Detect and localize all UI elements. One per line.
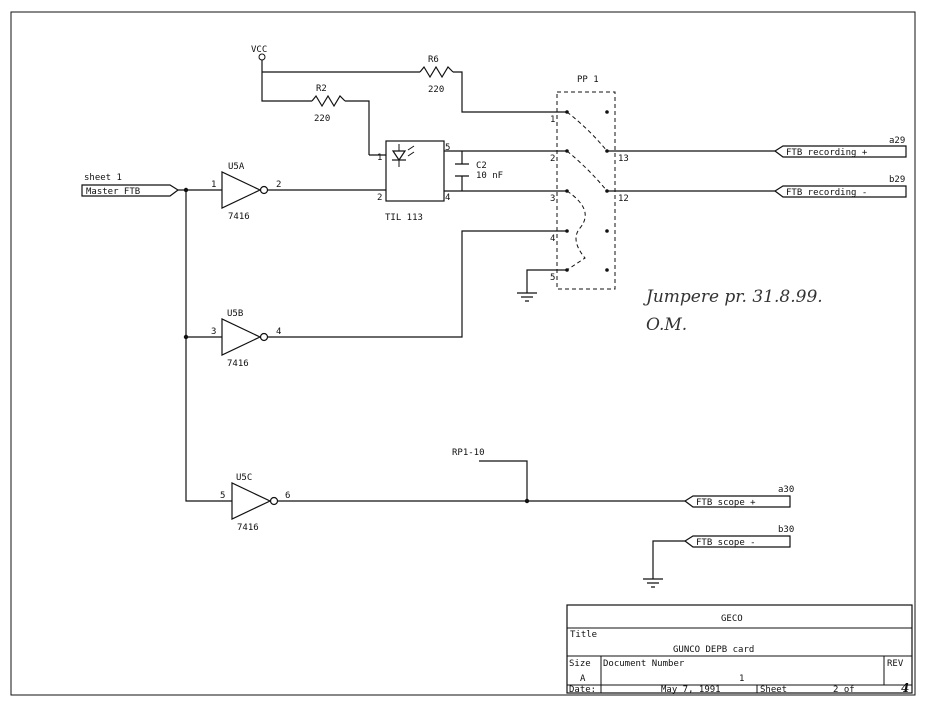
b30-pin: b30 [778,525,794,535]
opto-pin-1: 1 [377,153,382,163]
capacitor-c2: C2 10 nF [455,151,503,191]
b29-label: FTB recording - [786,188,867,198]
size-value: A [580,674,586,684]
optocoupler-til113: 1 2 5 4 TIL 113 [377,140,450,223]
u5a-pin-out: 2 [276,180,281,190]
date-label: Date: [569,685,596,695]
u5c-ref: U5C [236,473,252,483]
title-label: Title [570,630,597,640]
connector-a29: a29 FTB recording + [773,136,907,158]
connector-a30: a30 FTB scope + [683,485,794,508]
wire-vcc-r2 [261,60,312,102]
vcc-label: VCC [251,45,267,55]
ground-symbol-1 [517,292,537,302]
wire-input-bus [185,190,232,502]
b30-label: FTB scope - [696,538,756,548]
pp1-pin-4: 4 [550,234,555,244]
u5b-pin-in: 3 [211,327,216,337]
handwritten-note-line1: Jumpere pr. 31.8.99. [643,287,823,307]
company-name: GECO [721,614,743,624]
resistor-r6: R6 220 [419,55,454,95]
pp1-pin-12: 12 [618,194,629,204]
b29-pin: b29 [889,175,905,185]
opto-part: TIL 113 [385,213,423,223]
a29-label: FTB recording + [786,148,868,158]
gate-u5a: U5A 7416 1 2 [211,162,281,222]
a30-pin: a30 [778,485,794,495]
a30-label: FTB scope + [696,498,756,508]
ground-symbol-2 [643,578,663,588]
u5c-pin-out: 6 [285,491,290,501]
u5a-part: 7416 [228,212,250,222]
gate-u5b: U5B 7416 3 4 [211,309,281,369]
r2-value: 220 [314,114,330,124]
date-value: May 7, 1991 [661,685,721,695]
handwritten-note-line2: O.M. [646,315,687,335]
docnum-value: 1 [739,674,744,684]
c2-ref: C2 [476,161,487,171]
a29-pin: a29 [889,136,905,146]
opto-pin-5: 5 [445,143,450,153]
wire-pp1-ground [526,269,567,293]
u5c-pin-in: 5 [220,491,225,501]
opto-pin-4: 4 [445,193,450,203]
u5b-pin-out: 4 [276,327,281,337]
wire-r6-pp1 [453,71,567,113]
rp1-label: RP1-10 [452,448,485,458]
junction-input [183,187,189,193]
title-block: GECO Title GUNCO DEPB card Size A Docume… [566,604,913,695]
input-sheet-ref: sheet 1 [84,173,122,183]
wire-b30-ground [652,540,685,579]
vcc-symbol: VCC [251,45,267,61]
u5b-part: 7416 [227,359,249,369]
resistor-r2: R2 220 [311,84,346,124]
jumper-block-pp1: PP 1 1 2 3 4 5 13 12 [550,75,629,290]
u5a-pin-in: 1 [211,180,216,190]
sheet-label: Sheet [760,685,787,695]
drawing-title: GUNCO DEPB card [673,645,754,655]
size-label: Size [569,659,591,669]
connector-b29: b29 FTB recording - [773,175,907,198]
connector-b30: b30 FTB scope - [683,525,794,548]
drawing-frame [10,11,916,696]
wire-rp1 [479,460,528,501]
sheet-of: 2 of [833,685,855,695]
input-port-master-ftb: Master FTB [81,184,180,197]
r6-ref: R6 [428,55,439,65]
pp1-pin-2: 2 [550,154,555,164]
pp1-pin-1: 1 [550,115,555,125]
opto-pin-2: 2 [377,193,382,203]
wire-r2-opto [345,100,370,155]
pp1-pin-3: 3 [550,194,555,204]
pp1-pin-5: 5 [550,273,555,283]
pp1-pin-13: 13 [618,154,629,164]
u5c-part: 7416 [237,523,259,533]
c2-value: 10 nF [476,171,503,181]
docnum-label: Document Number [603,659,685,669]
u5b-ref: U5B [227,309,243,319]
gate-u5c: U5C 7416 5 6 [220,473,290,533]
pp1-ref: PP 1 [577,75,599,85]
input-port-label: Master FTB [86,187,140,197]
r6-value: 220 [428,85,444,95]
rev-label: REV [887,659,904,669]
sheet-total: 4 [901,681,909,695]
junction-u5b [183,334,189,340]
r2-ref: R2 [316,84,327,94]
u5a-ref: U5A [228,162,245,172]
wire-u5b-pp1 [268,230,567,338]
